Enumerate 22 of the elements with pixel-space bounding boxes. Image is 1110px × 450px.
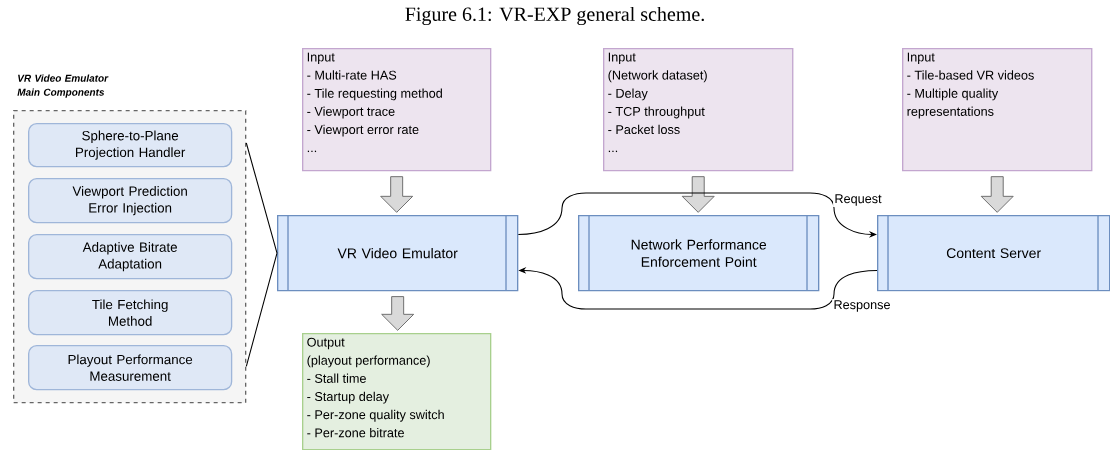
component-box: Adaptive Bitrate Adaptation — [28, 234, 233, 280]
component-box: Viewport Prediction Error Injection — [28, 178, 233, 224]
component-box: Tile Fetching Method — [28, 290, 233, 336]
input-box: Input - Multi-rate HAS - Tile requesting method - Viewport trace - Viewport error rate ... — [302, 48, 492, 172]
node-label: VR Video Emulator Main Components — [17, 74, 109, 98]
process-box: VR Video Emulator — [277, 214, 519, 292]
component-box: Playout Performance Measurement — [28, 345, 233, 391]
block-arrow — [381, 296, 415, 331]
input-box: Input (Network dataset) - Delay - TCP throughput - Packet loss ... — [603, 48, 794, 172]
output-box: Output (playout performance) - Stall time - Startup delay - Per-zone quality switch - Per-zone bitrate — [302, 333, 492, 450]
connector-line — [245, 142, 278, 367]
block-arrow — [380, 176, 414, 213]
title: Figure 6.1: VR-EXP general scheme. — [405, 6, 704, 26]
arrow — [517, 192, 877, 238]
process-box: Content Server — [877, 214, 1110, 292]
edge-label: Request — [833, 193, 883, 207]
block-arrow — [980, 176, 1014, 213]
component-box: Sphere-to-Plane Projection Handler — [28, 123, 233, 168]
input-box: Input - Tile-based VR videos - Multiple quality representations — [902, 48, 1093, 172]
block-arrow — [681, 176, 715, 213]
edge-label: Response — [832, 299, 892, 313]
process-box: Network Performance Enforcement Point — [578, 214, 820, 292]
